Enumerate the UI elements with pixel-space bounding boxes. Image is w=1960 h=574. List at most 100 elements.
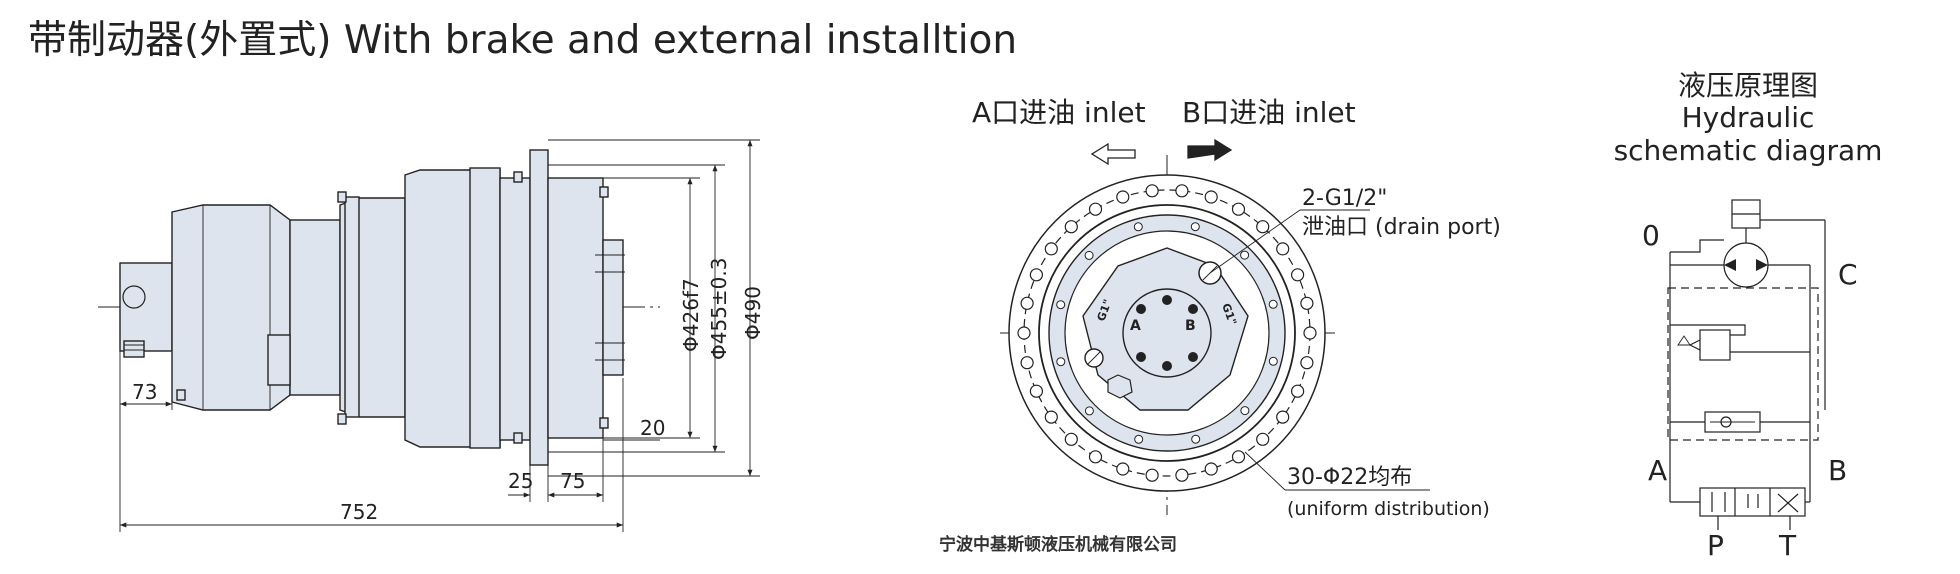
holes-leader bbox=[1244, 451, 1286, 491]
brake-fitting bbox=[123, 340, 145, 358]
bolt-hole bbox=[1029, 384, 1044, 398]
bolt-hole bbox=[1276, 242, 1290, 256]
inner-hole bbox=[1268, 299, 1278, 309]
inner-hole bbox=[1190, 222, 1200, 232]
brake-neck bbox=[289, 219, 341, 396]
bolt-hole bbox=[1231, 202, 1246, 216]
inner-hole bbox=[1084, 250, 1094, 260]
bolt-hole bbox=[1017, 326, 1031, 340]
bolt-hole bbox=[1044, 410, 1058, 424]
drain-size-label: 2-G1/2" bbox=[1302, 186, 1387, 211]
mounting-flange bbox=[529, 149, 549, 466]
inner-hole bbox=[1133, 222, 1143, 232]
bolt-hole bbox=[1204, 462, 1218, 476]
page-title: 带制动器(外置式) With brake and external instal… bbox=[28, 18, 1017, 63]
bolt-hole bbox=[1256, 220, 1270, 234]
inner-hole bbox=[1134, 434, 1144, 444]
dim-phi455: Φ455±0.3 bbox=[707, 258, 731, 360]
arrow-right-icon bbox=[1187, 138, 1233, 162]
relief-valve-symbol bbox=[1699, 329, 1731, 361]
bolt-hole bbox=[1300, 296, 1314, 310]
bolt-hole bbox=[1116, 190, 1130, 204]
bolt-hole bbox=[1231, 450, 1246, 464]
brake-port-circle bbox=[122, 285, 146, 309]
inner-hole bbox=[1240, 406, 1250, 416]
hub-bolt bbox=[1136, 304, 1146, 314]
inner-hole bbox=[1240, 250, 1250, 260]
bolt-hole bbox=[1290, 384, 1305, 398]
label-p: P bbox=[1707, 529, 1724, 562]
gearbox-ring bbox=[469, 167, 501, 449]
valve-block bbox=[1667, 287, 1819, 441]
brake-end-cap bbox=[119, 262, 173, 352]
output-shaft bbox=[602, 239, 624, 376]
bolt-hole bbox=[1303, 326, 1317, 340]
drain-port-label: 泄油口 (drain port) bbox=[1302, 215, 1501, 240]
bolt-hole bbox=[1116, 462, 1130, 476]
bolt-hole bbox=[1276, 410, 1290, 424]
bolt-hole bbox=[1020, 296, 1034, 310]
dim-phi490: Φ490 bbox=[741, 286, 765, 340]
inner-hole bbox=[1268, 356, 1278, 366]
label-t: T bbox=[1778, 529, 1797, 562]
flange-hub bbox=[499, 177, 531, 441]
drain-leader bbox=[1209, 209, 1301, 274]
side-view: 73 752 25 75 20 Φ426f7 Φ455±0.3 Φ490 bbox=[98, 139, 765, 532]
bolt-hole bbox=[1020, 356, 1034, 370]
bolt-hole bbox=[1290, 268, 1305, 282]
inner-hole bbox=[1191, 434, 1201, 444]
bolt-flange bbox=[513, 432, 523, 444]
motor-flange-ring bbox=[344, 196, 360, 418]
schematic-title-cn: 液压原理图 bbox=[1678, 69, 1818, 102]
schematic-title-en2: schematic diagram bbox=[1614, 134, 1883, 167]
inner-hole bbox=[1084, 406, 1094, 416]
bolt-hole bbox=[1029, 268, 1044, 282]
bolt-top bbox=[599, 186, 609, 198]
bolt-hole bbox=[1300, 356, 1314, 370]
label-0: 0 bbox=[1642, 219, 1660, 252]
dim-25: 25 bbox=[508, 469, 533, 493]
dim-75: 75 bbox=[560, 469, 585, 493]
label-a: A bbox=[1648, 454, 1667, 487]
dim-73: 73 bbox=[132, 380, 157, 404]
bolt-hole bbox=[1088, 202, 1103, 216]
inner-holes bbox=[1056, 222, 1278, 444]
dim-752: 752 bbox=[340, 500, 378, 524]
front-view: A口进油 inlet B口进油 inlet A B G1" G1" bbox=[972, 96, 1501, 520]
inner-hole bbox=[1056, 357, 1066, 367]
bolt-hole bbox=[1088, 450, 1103, 464]
motor-arrow-left bbox=[1724, 259, 1736, 271]
schematic-title-en1: Hydraulic bbox=[1682, 101, 1815, 134]
arrow-left-icon bbox=[1090, 142, 1136, 166]
output-hub bbox=[547, 177, 604, 439]
bolt-hole bbox=[1064, 220, 1078, 234]
inner-hole bbox=[1056, 300, 1066, 310]
label-c: C bbox=[1838, 258, 1858, 291]
port-b-letter: B bbox=[1185, 318, 1196, 334]
bolt-hole bbox=[1145, 184, 1159, 198]
holes-label: 30-Φ22均布 bbox=[1287, 465, 1412, 490]
bolt-hole bbox=[1175, 468, 1189, 482]
bolt-bottom bbox=[599, 417, 609, 429]
dim-phi426: Φ426f7 bbox=[679, 278, 703, 352]
bolt-hole bbox=[1064, 432, 1078, 446]
bolt-hole bbox=[1044, 242, 1058, 256]
label-b: B bbox=[1828, 454, 1847, 487]
bolt-hole bbox=[1145, 468, 1159, 482]
bolt-hole bbox=[1175, 184, 1189, 198]
brake-fitting-front bbox=[1107, 374, 1133, 399]
hydraulic-schematic: 液压原理图 Hydraulic schematic diagram 0 C bbox=[1614, 69, 1883, 562]
motor-arrow-right bbox=[1756, 259, 1768, 271]
bolt-holes bbox=[1017, 184, 1317, 482]
dim-20: 20 bbox=[640, 416, 665, 440]
inlet-b-label: B口进油 inlet bbox=[1182, 96, 1356, 129]
company-name: 宁波中基斯顿液压机械有限公司 bbox=[939, 534, 1177, 555]
bolt-hole bbox=[1204, 190, 1218, 204]
port-a-letter: A bbox=[1130, 318, 1141, 334]
drain-line bbox=[1670, 239, 1724, 253]
holes-note: (uniform distribution) bbox=[1287, 498, 1490, 520]
neck-boss bbox=[267, 334, 291, 386]
inlet-a-label: A口进油 inlet bbox=[972, 96, 1146, 129]
bolt-hole bbox=[1256, 432, 1270, 446]
